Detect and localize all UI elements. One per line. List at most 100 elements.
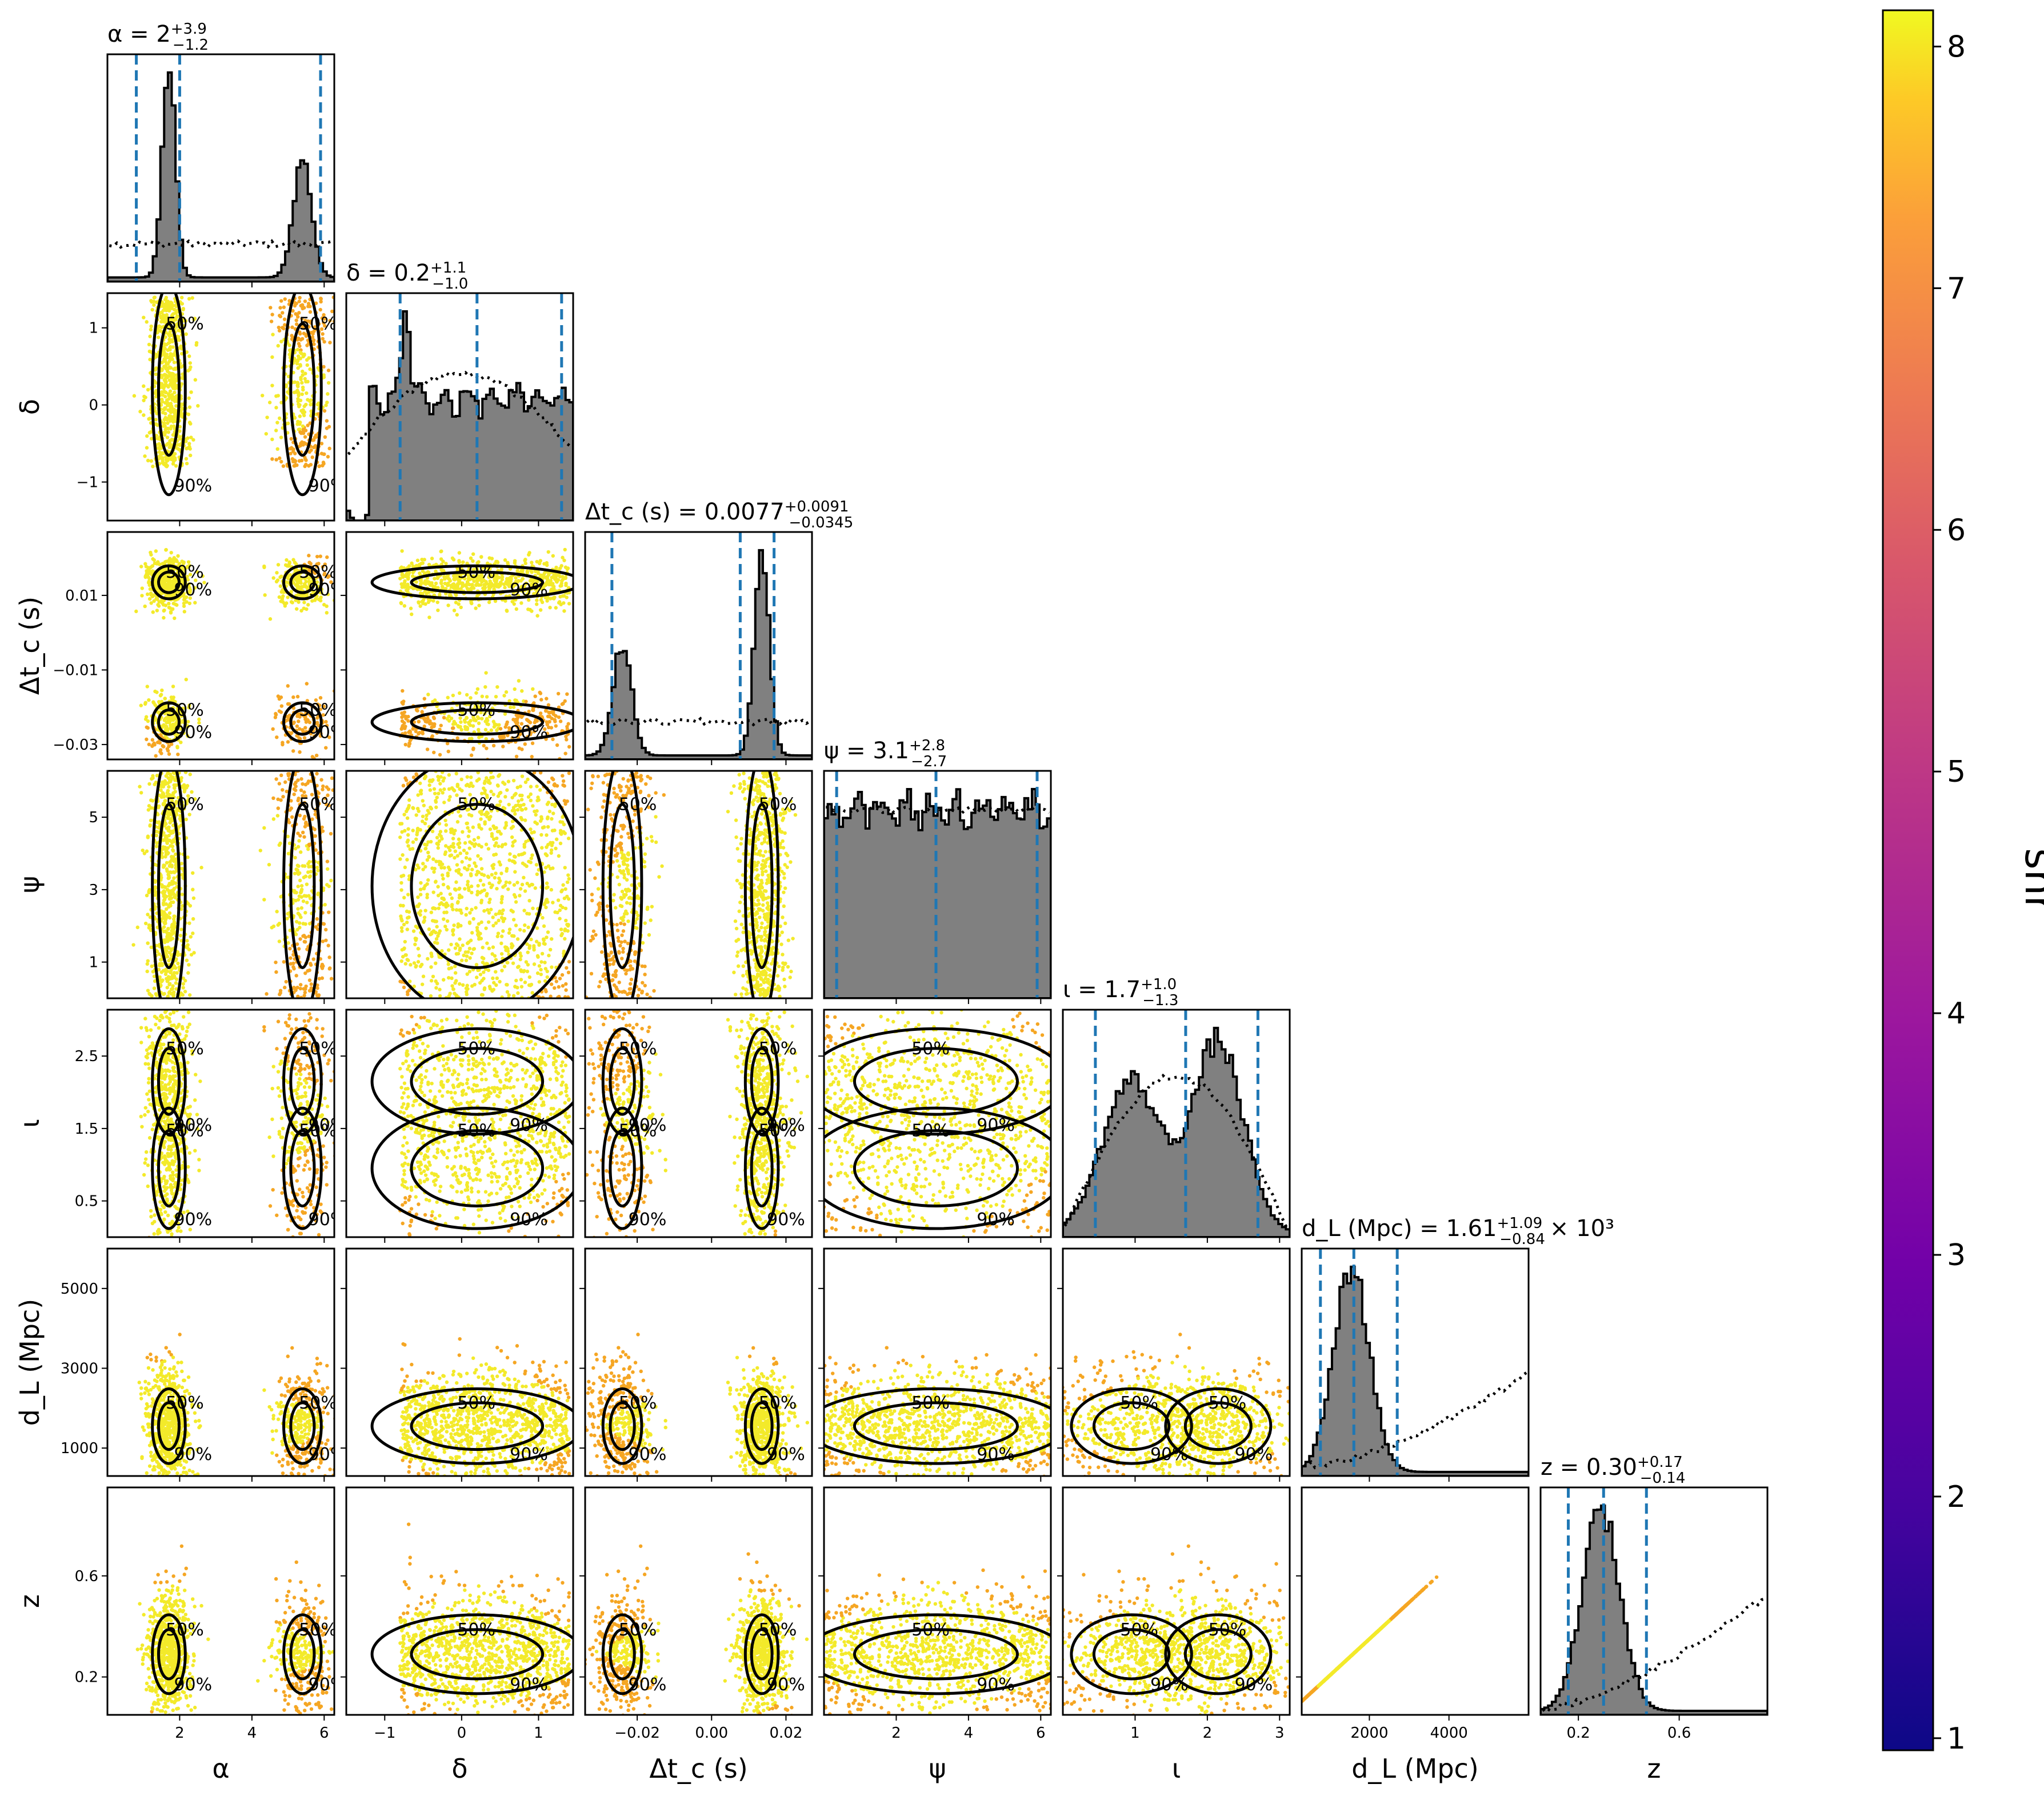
- sample-point: [463, 887, 466, 890]
- sample-point: [169, 382, 173, 386]
- sample-point: [524, 700, 527, 703]
- sample-point: [523, 923, 526, 927]
- sample-point: [146, 459, 150, 462]
- sample-point: [170, 357, 173, 361]
- sample-point: [406, 573, 409, 576]
- sample-point: [422, 975, 425, 978]
- sample-point: [458, 691, 461, 695]
- sample-point: [464, 913, 467, 917]
- y-tick-label: 0: [89, 397, 98, 414]
- sample-point: [308, 989, 311, 993]
- sample-point: [171, 420, 175, 423]
- sample-point: [142, 315, 145, 319]
- sample-point: [147, 343, 151, 346]
- sample-point: [513, 855, 517, 858]
- sample-point: [506, 887, 510, 891]
- sample-point: [174, 394, 178, 398]
- sample-point: [426, 747, 429, 751]
- sample-point: [147, 923, 151, 927]
- sample-point: [407, 798, 411, 802]
- sample-point: [555, 580, 558, 583]
- sample-point: [145, 446, 149, 449]
- sample-point: [455, 952, 458, 955]
- sample-point: [167, 959, 170, 962]
- sample-point: [151, 776, 154, 779]
- contour-label-90: 90%: [309, 998, 347, 1018]
- sample-point: [299, 850, 302, 854]
- sample-point: [162, 407, 166, 411]
- contour-label-90: 90%: [174, 476, 212, 496]
- sample-point: [167, 403, 171, 406]
- sample-point: [145, 738, 148, 741]
- sample-point: [295, 920, 298, 923]
- sample-point: [166, 927, 170, 930]
- sample-point: [538, 788, 542, 791]
- sample-point: [191, 871, 194, 875]
- sample-point: [512, 705, 515, 709]
- sample-point: [326, 455, 330, 458]
- sample-point: [490, 834, 494, 838]
- sample-point: [527, 710, 530, 713]
- sample-point: [349, 590, 352, 593]
- sample-point: [167, 367, 170, 370]
- sample-point: [498, 863, 502, 866]
- sample-point: [324, 928, 327, 931]
- sample-point: [146, 962, 149, 966]
- sample-point: [497, 774, 500, 778]
- sample-point: [308, 305, 311, 308]
- sample-point: [539, 698, 543, 701]
- sample-point: [163, 427, 167, 431]
- sample-point: [189, 935, 193, 938]
- sample-point: [295, 463, 298, 467]
- sample-point: [185, 457, 188, 461]
- sample-point: [161, 791, 165, 794]
- sample-point: [166, 986, 169, 989]
- sample-point: [502, 582, 506, 586]
- sample-point: [183, 610, 186, 613]
- sample-point: [169, 780, 172, 783]
- sample-point: [419, 893, 422, 896]
- sample-point: [327, 381, 330, 385]
- sample-point: [424, 719, 427, 723]
- sample-point: [529, 827, 532, 831]
- sample-point: [319, 696, 322, 699]
- sample-point: [535, 602, 538, 606]
- sample-point: [325, 883, 329, 886]
- sample-point: [316, 893, 319, 896]
- sample-point: [298, 403, 301, 406]
- sample-point: [487, 601, 491, 604]
- sample-point: [310, 982, 313, 986]
- sample-point: [406, 816, 409, 819]
- contour-label-90: 90%: [309, 580, 347, 600]
- sample-point: [460, 860, 463, 863]
- sample-point: [409, 739, 412, 742]
- sample-point: [285, 558, 288, 562]
- sample-point: [454, 593, 458, 597]
- sample-point: [497, 794, 500, 798]
- sample-point: [315, 374, 319, 378]
- sample-point: [426, 851, 430, 854]
- sample-point: [298, 937, 302, 941]
- sample-point: [481, 586, 485, 590]
- y-tick-label: 5: [89, 809, 98, 826]
- sample-point: [161, 855, 164, 859]
- sample-point: [471, 552, 475, 555]
- sample-point: [267, 863, 271, 866]
- sample-point: [503, 826, 506, 830]
- sample-point: [146, 941, 149, 945]
- sample-point: [487, 583, 491, 587]
- sample-point: [155, 834, 158, 837]
- sample-point: [523, 818, 527, 822]
- sample-point: [274, 713, 278, 717]
- sample-point: [172, 876, 175, 879]
- sample-point: [262, 898, 266, 901]
- sample-point: [173, 410, 176, 413]
- sample-point: [300, 906, 303, 910]
- sample-point: [307, 464, 310, 467]
- sample-point: [431, 975, 435, 978]
- sample-point: [453, 584, 457, 587]
- sample-point: [262, 826, 266, 830]
- sample-point: [283, 986, 286, 989]
- sample-point: [423, 602, 427, 606]
- sample-point: [170, 992, 173, 995]
